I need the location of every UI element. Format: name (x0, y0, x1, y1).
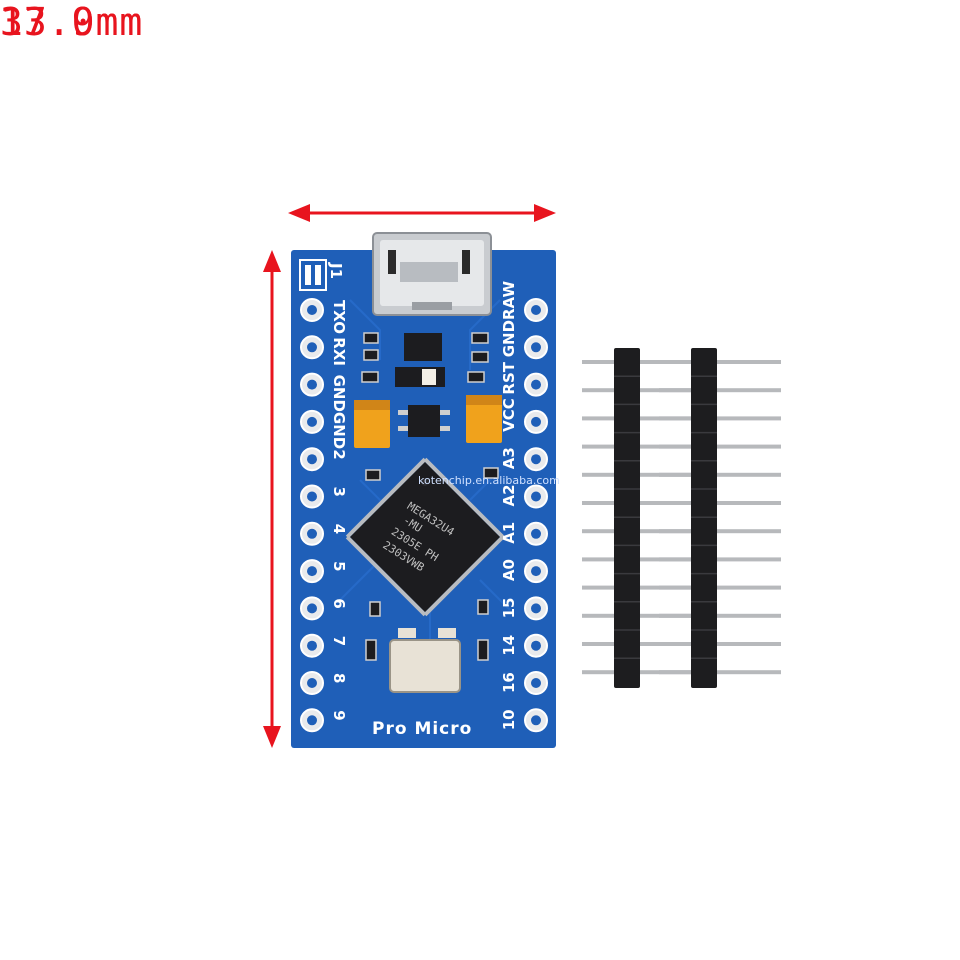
header-strip-2 (659, 348, 781, 688)
width-dimension-label: 17.9mm (0, 0, 144, 44)
right-pin-label: A2 (500, 484, 518, 506)
header-pin (659, 670, 781, 675)
left-pin-label: 5 (330, 561, 348, 571)
right-pin-pads (524, 298, 548, 733)
header-pin (659, 360, 781, 364)
right-pin-label: RST (500, 361, 518, 394)
header-pin-strips (582, 348, 781, 688)
left-pad-5 (300, 447, 324, 472)
left-pin-label: TXO (330, 300, 348, 334)
header-pin (659, 444, 781, 449)
right-pad-1 (524, 298, 548, 322)
left-pin-label: GND (330, 375, 348, 412)
left-pad-9 (300, 596, 324, 621)
left-pad-2 (300, 335, 324, 360)
right-pin-label: GND (500, 320, 518, 357)
left-pad-10 (300, 633, 324, 658)
pro-micro-board: MEGA32U4 -MU 2305E PH 2303VWB kotenchip.… (291, 232, 560, 748)
right-pin-label: A1 (500, 522, 518, 544)
right-pad-3 (524, 372, 548, 397)
left-pad-3 (300, 372, 324, 397)
right-pad-10 (524, 633, 548, 658)
right-pad-4 (524, 409, 548, 434)
height-dimension-label: 33.0mm (0, 0, 144, 44)
header-pin (582, 472, 704, 477)
atmega32u4-chip (345, 457, 505, 617)
right-pin-label: 14 (500, 635, 518, 656)
tantalum-capacitor-right (466, 395, 502, 443)
header-pin (659, 585, 781, 590)
micro-usb-connector (372, 232, 492, 316)
left-pad-11 (300, 671, 324, 695)
header-strip-1 (582, 348, 704, 688)
tantalum-capacitor-left (354, 400, 390, 448)
header-pin (582, 642, 704, 646)
height-dimension-arrow (263, 250, 281, 748)
watermark-text: kotenchip.en.alibaba.com (418, 474, 560, 487)
left-pad-8 (300, 559, 324, 584)
board-name: Pro Micro (372, 719, 472, 739)
jumper-label: J1 (327, 262, 345, 279)
left-pad-6 (300, 484, 324, 509)
header-pin (659, 388, 781, 393)
left-pin-label: 8 (330, 673, 348, 683)
right-pad-7 (524, 521, 548, 546)
right-pin-label: 16 (500, 672, 518, 693)
right-pad-2 (524, 335, 548, 360)
header-pin (582, 557, 704, 562)
header-pin (659, 501, 781, 505)
left-pad-12 (300, 708, 324, 733)
right-pin-label: A0 (500, 559, 518, 581)
header-pin (659, 642, 781, 646)
right-pad-12 (524, 708, 548, 733)
left-pin-label: 9 (330, 710, 348, 720)
right-pad-5 (524, 447, 548, 472)
header-pin (659, 529, 781, 534)
left-pin-pads (300, 298, 324, 733)
header-pin (582, 416, 704, 421)
left-pin-label: 3 (330, 487, 348, 497)
regulator-chip (404, 333, 442, 361)
right-pad-9 (524, 596, 548, 621)
smd-components (354, 332, 502, 693)
left-pad-4 (300, 409, 324, 434)
header-pin (582, 585, 704, 590)
header-pin (659, 613, 781, 618)
left-pin-label: 6 (330, 598, 348, 608)
right-pin-label: 15 (500, 598, 518, 619)
left-pin-label: RXI (330, 337, 348, 366)
left-pad-7 (300, 521, 324, 546)
left-pin-label: 2 (330, 449, 348, 459)
header-plastic-body (614, 348, 640, 688)
header-pin (582, 613, 704, 618)
left-pad-1 (300, 298, 324, 322)
right-pin-label: RAW (500, 281, 518, 320)
jumper-pads (299, 259, 327, 291)
header-pin (659, 472, 781, 477)
left-pin-label: 7 (330, 636, 348, 646)
left-pin-label: GND (330, 412, 348, 449)
right-pin-label: A3 (500, 447, 518, 469)
header-pin (659, 557, 781, 562)
header-pin (582, 529, 704, 534)
header-pin (582, 501, 704, 505)
header-pin (582, 360, 704, 364)
header-pin (582, 388, 704, 393)
right-pad-6 (524, 484, 548, 509)
width-dimension-arrow (288, 204, 556, 222)
right-pad-11 (524, 671, 548, 695)
left-pin-label: 4 (330, 524, 348, 534)
header-pin (582, 444, 704, 449)
crystal-oscillator (389, 639, 461, 693)
header-pin (582, 670, 704, 675)
right-pin-label: VCC (500, 398, 518, 432)
small-ic (408, 405, 440, 437)
right-pin-label: 10 (500, 709, 518, 730)
header-plastic-body (691, 348, 717, 688)
header-pin (659, 416, 781, 421)
right-pad-8 (524, 559, 548, 584)
